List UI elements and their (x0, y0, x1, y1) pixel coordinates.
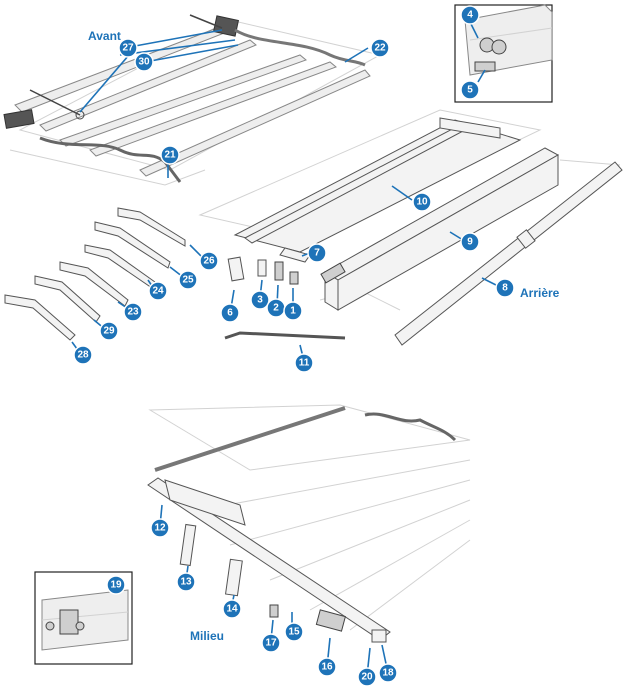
callout-23: 23 (123, 302, 143, 322)
svg-text:3: 3 (257, 295, 263, 306)
svg-text:7: 7 (314, 248, 320, 259)
svg-text:9: 9 (467, 237, 473, 248)
svg-text:27: 27 (122, 43, 134, 54)
callout-16: 16 (317, 657, 337, 677)
svg-text:2: 2 (273, 303, 279, 314)
callout-24: 24 (148, 281, 168, 301)
callout-20: 20 (357, 667, 377, 687)
svg-text:12: 12 (154, 523, 166, 534)
svg-text:15: 15 (288, 627, 300, 638)
callout-3: 3 (250, 290, 270, 310)
svg-text:18: 18 (382, 668, 394, 679)
callout-19: 19 (106, 575, 126, 595)
label-front: Avant (88, 29, 121, 43)
svg-text:22: 22 (374, 43, 386, 54)
callout-12: 12 (150, 518, 170, 538)
svg-text:5: 5 (467, 85, 473, 96)
callout-1: 1 (283, 301, 303, 321)
callout-10: 10 (412, 192, 432, 212)
svg-text:16: 16 (321, 662, 333, 673)
svg-text:26: 26 (203, 256, 215, 267)
callout-8: 8 (495, 278, 515, 298)
callout-30: 30 (134, 52, 154, 72)
callout-9: 9 (460, 232, 480, 252)
callout-14: 14 (222, 599, 242, 619)
callout-2: 2 (266, 298, 286, 318)
callout-7: 7 (307, 243, 327, 263)
svg-text:10: 10 (416, 197, 428, 208)
leader-lines (71, 23, 499, 677)
svg-text:14: 14 (226, 604, 238, 615)
svg-text:6: 6 (227, 308, 233, 319)
callout-11: 11 (294, 353, 314, 373)
svg-text:23: 23 (127, 307, 139, 318)
svg-text:19: 19 (110, 580, 122, 591)
svg-text:28: 28 (77, 350, 89, 361)
label-middle: Milieu (190, 629, 224, 643)
callout-4: 4 (460, 5, 480, 25)
svg-text:1: 1 (290, 306, 296, 317)
callout-15: 15 (284, 622, 304, 642)
svg-text:20: 20 (361, 672, 373, 683)
svg-text:8: 8 (502, 283, 508, 294)
callout-25: 25 (178, 270, 198, 290)
callout-6: 6 (220, 303, 240, 323)
svg-text:24: 24 (152, 286, 164, 297)
callout-17: 17 (261, 633, 281, 653)
svg-text:25: 25 (182, 275, 194, 286)
label-rear: Arrière (520, 286, 560, 300)
side-brackets (4, 207, 186, 341)
svg-text:29: 29 (103, 326, 115, 337)
callout-27: 27 (118, 38, 138, 58)
callout-21: 21 (160, 145, 180, 165)
svg-text:13: 13 (180, 577, 192, 588)
callout-13: 13 (176, 572, 196, 592)
callout-22: 22 (370, 38, 390, 58)
svg-text:21: 21 (164, 150, 176, 161)
front-assembly (3, 14, 382, 186)
callouts: 27 30 22 21 4 5 10 9 8 7 6 3 2 1 11 26 2… (73, 5, 515, 687)
callout-28: 28 (73, 345, 93, 365)
callout-5: 5 (460, 80, 480, 100)
svg-text:11: 11 (299, 358, 310, 369)
callout-18: 18 (378, 663, 398, 683)
rear-assembly (198, 109, 623, 346)
callout-26: 26 (199, 251, 219, 271)
svg-text:4: 4 (467, 10, 473, 21)
callout-29: 29 (99, 321, 119, 341)
svg-text:17: 17 (265, 638, 277, 649)
svg-text:30: 30 (138, 57, 150, 68)
middle-assembly (147, 404, 471, 643)
